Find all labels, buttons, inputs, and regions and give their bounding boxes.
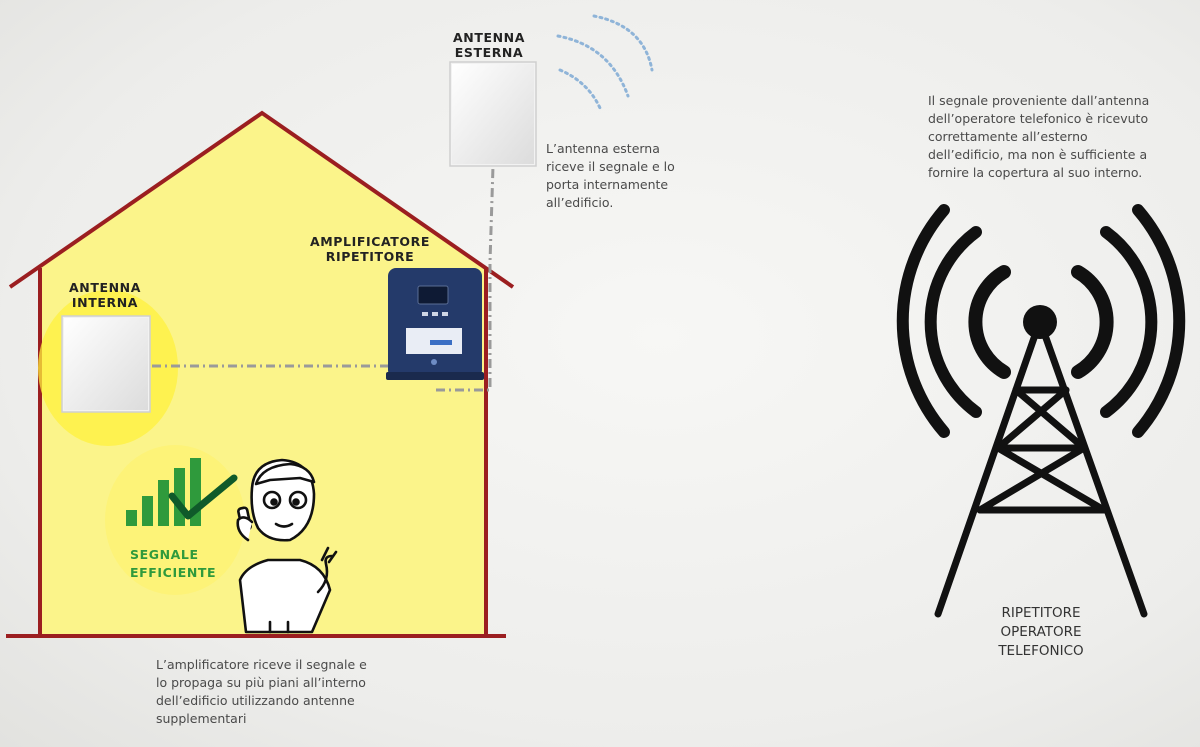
amplifier-description-line-2: lo propaga su più piani all’interno: [156, 675, 366, 690]
checkmark-icon: [168, 474, 238, 520]
tower-description-line-2: dell’operatore telefonico è ricevuto: [928, 111, 1149, 126]
external-antenna-label: ANTENNA ESTERNA: [446, 30, 532, 60]
internal-antenna-label-line-2: INTERNA: [71, 295, 139, 310]
signal-label-line-1: SEGNALE: [130, 547, 199, 562]
external-antenna-description: L’antenna esterna riceve il segnale e lo…: [546, 140, 726, 212]
amplifier-description-line-4: supplementari: [156, 711, 247, 726]
tower-label: RIPETITORE OPERATORE TELEFONICO: [984, 604, 1098, 661]
person-on-phone-icon: [236, 458, 338, 634]
external-antenna-label-line-1: ANTENNA: [453, 30, 525, 45]
external-antenna-label-line-2: ESTERNA: [454, 45, 524, 60]
tower-description-line-4: dell’edificio, ma non è sufficiente a: [928, 147, 1148, 162]
internal-antenna-label: ANTENNA INTERNA: [60, 280, 150, 310]
amplifier-label: AMPLIFICATORE RIPETITORE: [306, 234, 434, 264]
external-antenna-description-line-2: riceve il segnale e lo: [546, 159, 675, 174]
amplifier-description: L’amplificatore riceve il segnale e lo p…: [156, 656, 416, 728]
signal-waves: [556, 14, 654, 110]
internal-antenna-label-line-1: ANTENNA: [69, 280, 141, 295]
tower-description: Il segnale proveniente dall’antenna dell…: [928, 92, 1178, 182]
signal-label: SEGNALE EFFICIENTE: [130, 546, 216, 582]
tower-label-line-3: TELEFONICO: [998, 643, 1084, 659]
external-antenna: [449, 61, 537, 167]
house-roof: [8, 110, 515, 289]
external-antenna-description-line-3: porta internamente: [546, 177, 669, 192]
internal-antenna: [61, 315, 151, 413]
tower-description-line-3: correttamente all’esterno: [928, 129, 1088, 144]
radio-tower-icon: [896, 204, 1186, 618]
signal-label-line-2: EFFICIENTE: [130, 565, 217, 580]
tower-label-line-1: RIPETITORE: [1001, 605, 1081, 621]
amplifier-device: [386, 268, 484, 380]
amplifier-label-line-1: AMPLIFICATORE: [309, 234, 431, 249]
cables: [152, 165, 495, 392]
tower-description-line-1: Il segnale proveniente dall’antenna: [928, 93, 1150, 108]
tower-label-line-2: OPERATORE: [1000, 624, 1082, 640]
amplifier-label-line-2: RIPETITORE: [325, 249, 415, 264]
tower-description-line-5: fornire la copertura al suo interno.: [928, 165, 1143, 180]
external-antenna-description-line-1: L’antenna esterna: [546, 141, 660, 156]
amplifier-description-line-3: dell’edificio utilizzando antenne: [156, 693, 355, 708]
cable-amplifier-to-external: [436, 165, 495, 392]
external-antenna-description-line-4: all’edificio.: [546, 195, 614, 210]
signal-bars-icon: [126, 458, 201, 526]
amplifier-description-line-1: L’amplificatore riceve il segnale e: [156, 657, 367, 672]
